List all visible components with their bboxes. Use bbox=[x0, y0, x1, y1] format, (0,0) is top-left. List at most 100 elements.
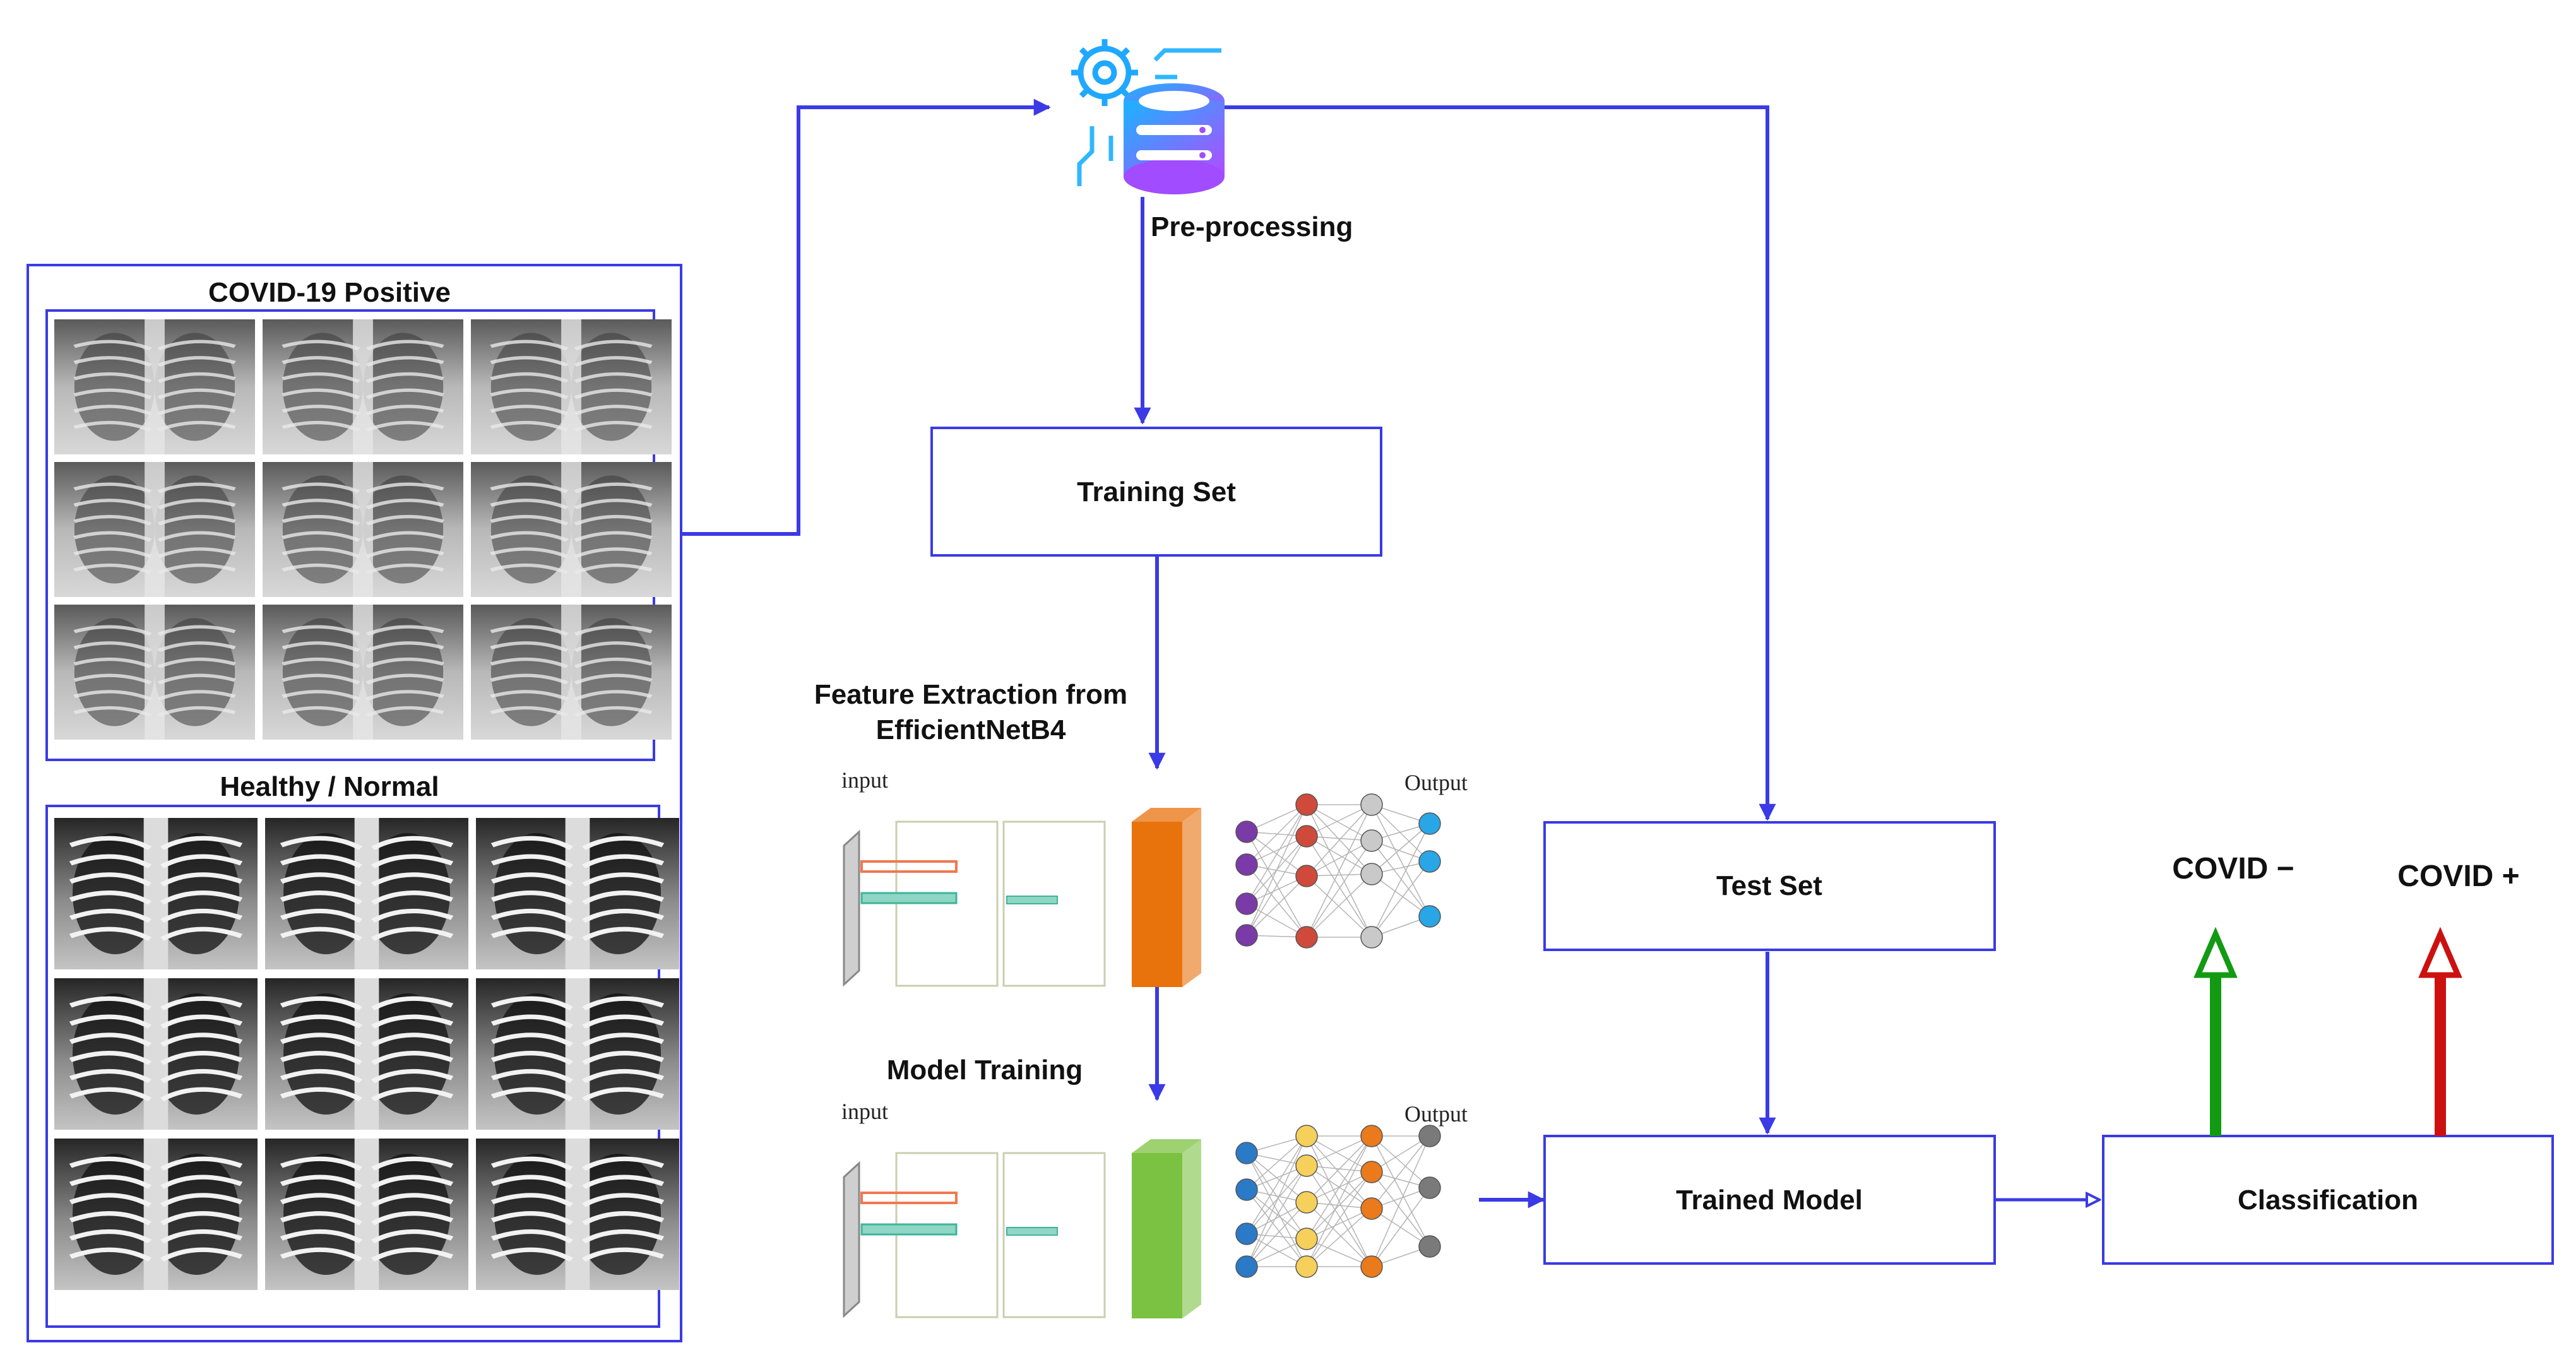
network-edge bbox=[1306, 1135, 1372, 1166]
network-node bbox=[1295, 1125, 1318, 1147]
network-edge bbox=[1306, 804, 1372, 875]
network-edge bbox=[1306, 1202, 1372, 1267]
network-node bbox=[1235, 820, 1258, 843]
network-edge bbox=[1306, 804, 1372, 877]
network-edge bbox=[1371, 1135, 1430, 1209]
network-edge bbox=[1306, 804, 1372, 938]
chest-xray-thumbnail bbox=[476, 818, 679, 969]
network-edge bbox=[1306, 836, 1372, 938]
network-node bbox=[1295, 1228, 1318, 1250]
feature-map-teal bbox=[860, 892, 958, 904]
network-edge bbox=[1246, 1165, 1307, 1234]
network-edge bbox=[1306, 1165, 1372, 1267]
network-edge bbox=[1306, 1171, 1372, 1267]
network-node bbox=[1418, 850, 1441, 873]
network-node bbox=[1418, 905, 1441, 928]
output-label: Output bbox=[1404, 770, 1468, 795]
network-edge bbox=[1306, 1238, 1372, 1267]
trained-model-box bbox=[1543, 1135, 1996, 1265]
network-edge bbox=[1371, 823, 1430, 938]
network-edge bbox=[1306, 1135, 1372, 1173]
network-node bbox=[1418, 812, 1441, 835]
chest-xray-thumbnail bbox=[54, 1139, 258, 1290]
feature-map-teal-small bbox=[1006, 1227, 1058, 1236]
model-training-label: Model Training bbox=[887, 1055, 1083, 1086]
chest-xray-thumbnail bbox=[476, 978, 679, 1130]
network-node bbox=[1360, 829, 1383, 852]
network-edge bbox=[1306, 875, 1372, 938]
network-node bbox=[1360, 1161, 1383, 1183]
network-edge bbox=[1371, 1135, 1430, 1188]
network-edge bbox=[1246, 804, 1307, 904]
backbone-block-side bbox=[1182, 1139, 1201, 1318]
network-edge bbox=[1371, 840, 1430, 917]
positive-title: COVID-19 Positive bbox=[208, 277, 451, 308]
backbone-block bbox=[1132, 822, 1182, 987]
network-edge bbox=[1371, 823, 1430, 875]
network-node bbox=[1418, 1125, 1441, 1147]
chest-xray-thumbnail bbox=[265, 1139, 468, 1290]
chest-xray-thumbnail bbox=[54, 818, 258, 969]
chest-xray-thumbnail bbox=[471, 605, 672, 740]
network-edge bbox=[1306, 1208, 1372, 1240]
chest-xray-thumbnail bbox=[265, 818, 468, 969]
chest-xray-thumbnail bbox=[54, 462, 255, 597]
network-node bbox=[1235, 892, 1258, 915]
chest-xray-thumbnail bbox=[471, 319, 672, 454]
network-node bbox=[1360, 1197, 1383, 1220]
network-node bbox=[1295, 1191, 1318, 1214]
feature-extraction-label-line1: Feature Extraction from bbox=[814, 679, 1127, 710]
network-edge bbox=[1246, 1152, 1307, 1267]
covid-positive-arrowhead bbox=[2418, 926, 2462, 978]
network-edge bbox=[1246, 1165, 1307, 1267]
network-node bbox=[1235, 1255, 1258, 1278]
feature-extraction-label-line2: EfficientNetB4 bbox=[876, 714, 1066, 745]
network-node bbox=[1360, 1125, 1383, 1147]
network-node bbox=[1360, 926, 1383, 949]
chest-xray-thumbnail bbox=[471, 462, 672, 597]
network-node bbox=[1295, 825, 1318, 848]
network-edge bbox=[1246, 1202, 1307, 1234]
chest-xray-thumbnail bbox=[263, 605, 463, 740]
network-edge bbox=[1246, 1189, 1307, 1240]
arrow-preprocess-to-testset bbox=[1223, 105, 1776, 821]
network-edge bbox=[1306, 804, 1372, 837]
network-edge bbox=[1371, 1135, 1430, 1173]
network-edge bbox=[1246, 1135, 1307, 1267]
network-edge bbox=[1246, 836, 1307, 936]
covid-positive-label: COVID + bbox=[2397, 860, 2519, 893]
network-node bbox=[1235, 1178, 1258, 1201]
network-edge bbox=[1371, 1171, 1430, 1247]
network-edge bbox=[1246, 1202, 1307, 1267]
network-node bbox=[1360, 793, 1383, 816]
network-edge bbox=[1246, 875, 1307, 936]
dataset-panel bbox=[27, 264, 682, 1342]
network-edge bbox=[1306, 836, 1372, 875]
network-edge bbox=[1371, 804, 1430, 917]
backbone-block bbox=[1132, 1153, 1182, 1318]
conv-layer-box bbox=[1002, 1152, 1106, 1318]
covid-negative-label: COVID − bbox=[2172, 852, 2294, 885]
normal-xray-grid bbox=[54, 818, 679, 1290]
backbone-block-top bbox=[1132, 1139, 1201, 1153]
classification-box bbox=[2102, 1135, 2554, 1265]
arrow-dataset-to-preprocess bbox=[681, 98, 1051, 536]
network-edge bbox=[1246, 903, 1307, 938]
training-set-box bbox=[930, 427, 1382, 557]
gear-database-icon bbox=[1071, 39, 1225, 194]
network-edge bbox=[1371, 1135, 1430, 1267]
backbone-block-side bbox=[1182, 808, 1201, 987]
input-label: input bbox=[841, 767, 888, 793]
network-node bbox=[1295, 926, 1318, 949]
network-node bbox=[1418, 1176, 1441, 1199]
network-node bbox=[1235, 924, 1258, 947]
network-edge bbox=[1246, 1233, 1307, 1267]
trained-model-label: Trained Model bbox=[1676, 1185, 1863, 1216]
output-label: Output bbox=[1404, 1101, 1468, 1127]
network-edge bbox=[1306, 1171, 1372, 1240]
feature-extraction-network: input Output bbox=[841, 767, 1468, 987]
network-edge bbox=[1246, 864, 1307, 938]
feature-map-red bbox=[860, 1192, 958, 1204]
